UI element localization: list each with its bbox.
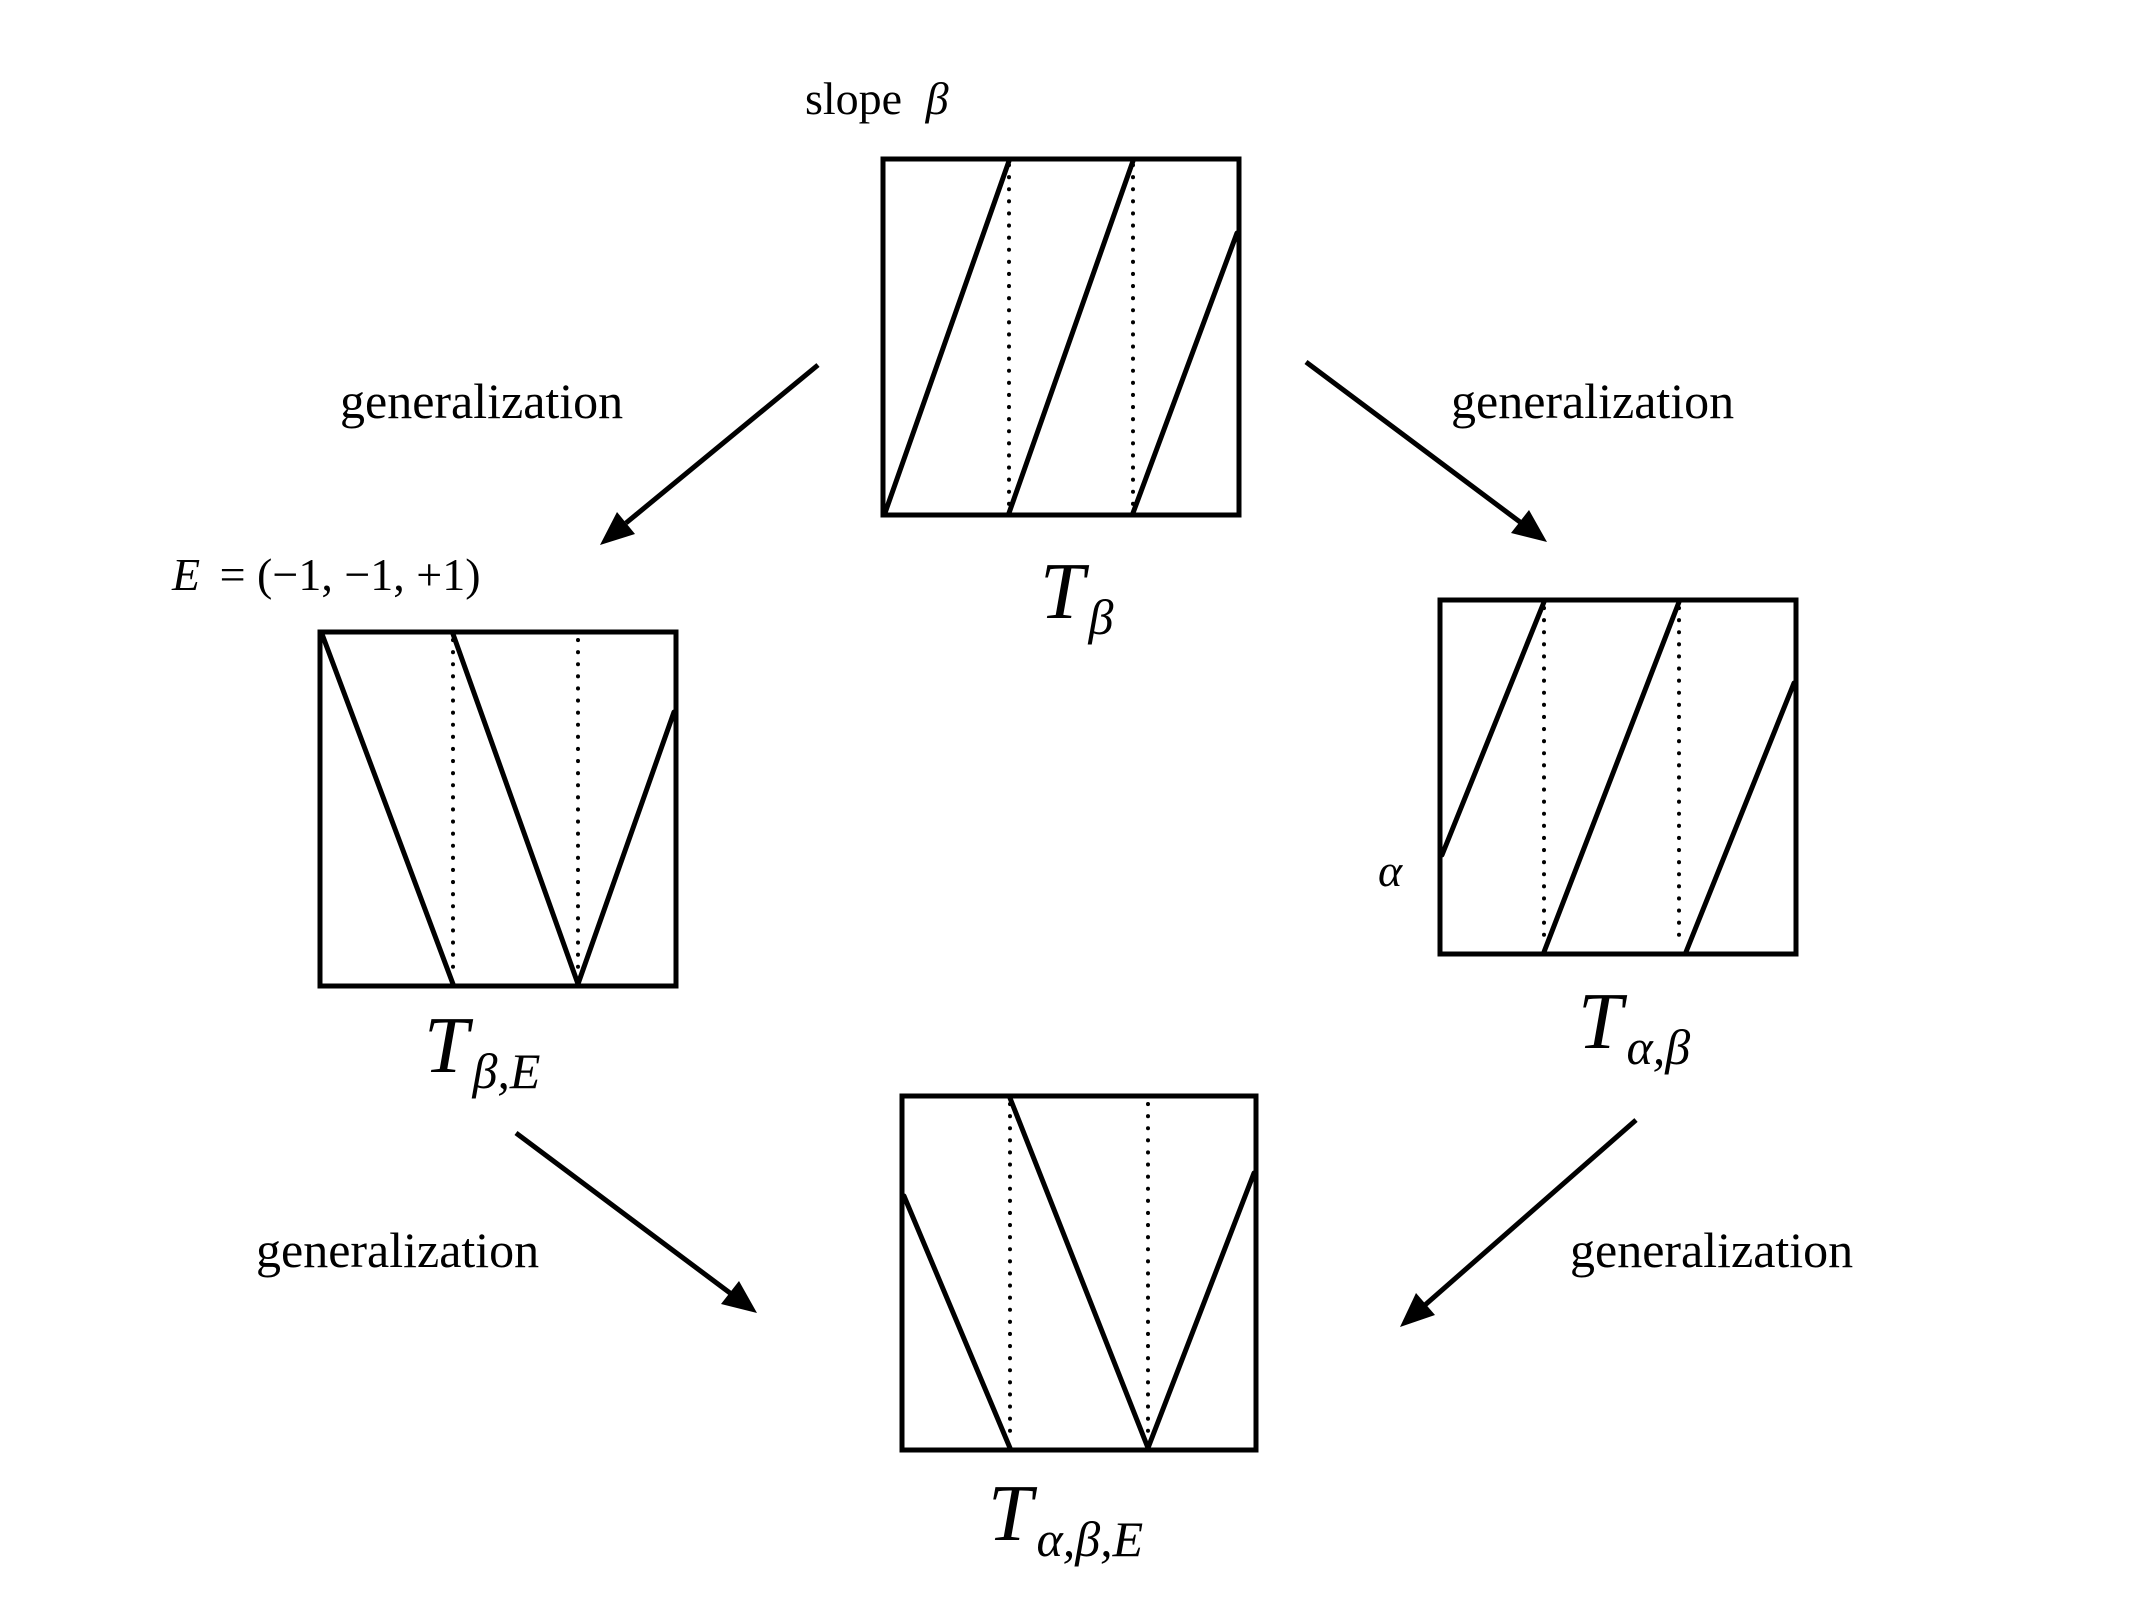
trajectory-line — [1541, 599, 1682, 955]
label-t-alpha-beta-sub: α,β — [1627, 1019, 1691, 1075]
label-t-beta-e-main: T — [424, 1002, 474, 1090]
trajectory-line — [319, 631, 456, 987]
arrowhead — [721, 1281, 757, 1313]
edge-label-bottom-right: generalization — [1570, 1222, 1853, 1278]
edge-label-bottom-left: generalization — [256, 1222, 539, 1278]
label-t-beta: T β — [1040, 548, 1114, 645]
label-t-alpha-beta-e-sub: α,β,E — [1037, 1511, 1144, 1567]
edge-label-top-left: generalization — [340, 373, 623, 429]
e-value: = (−1, −1, +1) — [220, 549, 481, 600]
label-t-alpha-beta-e: T α,β,E — [988, 1470, 1143, 1567]
label-t-beta-sub: β — [1088, 589, 1114, 645]
arrowhead — [600, 512, 635, 545]
trajectory-line — [1006, 158, 1136, 516]
arrow-left-to-bottom — [514, 1130, 757, 1313]
e-annotation: E = (−1, −1, +1) — [171, 549, 481, 600]
panel-t-alpha-beta — [1437, 597, 1799, 957]
trajectory-line — [575, 709, 677, 987]
panel-t-alpha-beta-e — [899, 1093, 1259, 1453]
label-t-alpha-beta: T α,β — [1578, 978, 1690, 1075]
arrow-top-to-left — [600, 363, 820, 545]
trajectory-line — [1145, 1170, 1257, 1451]
slope-symbol: β — [925, 73, 949, 124]
trajectory-line — [882, 158, 1012, 516]
panel-t-alpha-beta-frame — [1437, 597, 1799, 957]
slope-prefix: slope — [805, 73, 902, 124]
panel-t-beta — [880, 156, 1242, 518]
label-t-beta-e-sub: β,E — [472, 1043, 541, 1099]
panel-t-beta-e-frame — [317, 629, 679, 989]
trajectory-line — [901, 1193, 1013, 1451]
arrowhead — [1400, 1293, 1435, 1327]
trajectory-line — [1439, 599, 1547, 858]
alpha-annotation: α — [1378, 845, 1403, 896]
slope-annotation: slope β — [805, 73, 949, 124]
label-t-alpha-beta-e-main: T — [988, 1470, 1038, 1558]
e-symbol: E — [171, 549, 200, 600]
label-t-alpha-beta-main: T — [1578, 978, 1628, 1066]
label-t-beta-e: T β,E — [424, 1002, 540, 1099]
edge-label-top-right: generalization — [1451, 373, 1734, 429]
arrow-right-to-bottom — [1400, 1118, 1638, 1327]
panel-t-alpha-beta-e-frame — [899, 1093, 1259, 1453]
arrow-top-to-right — [1304, 359, 1547, 542]
arrowhead — [1511, 510, 1547, 542]
trajectory-line — [1007, 1095, 1151, 1451]
label-t-beta-main: T — [1040, 548, 1090, 636]
trajectory-line — [1130, 230, 1240, 516]
panel-t-beta-e — [317, 629, 679, 989]
trajectory-line — [1683, 680, 1797, 955]
panel-t-beta-frame — [880, 156, 1242, 518]
trajectory-line — [450, 631, 581, 987]
